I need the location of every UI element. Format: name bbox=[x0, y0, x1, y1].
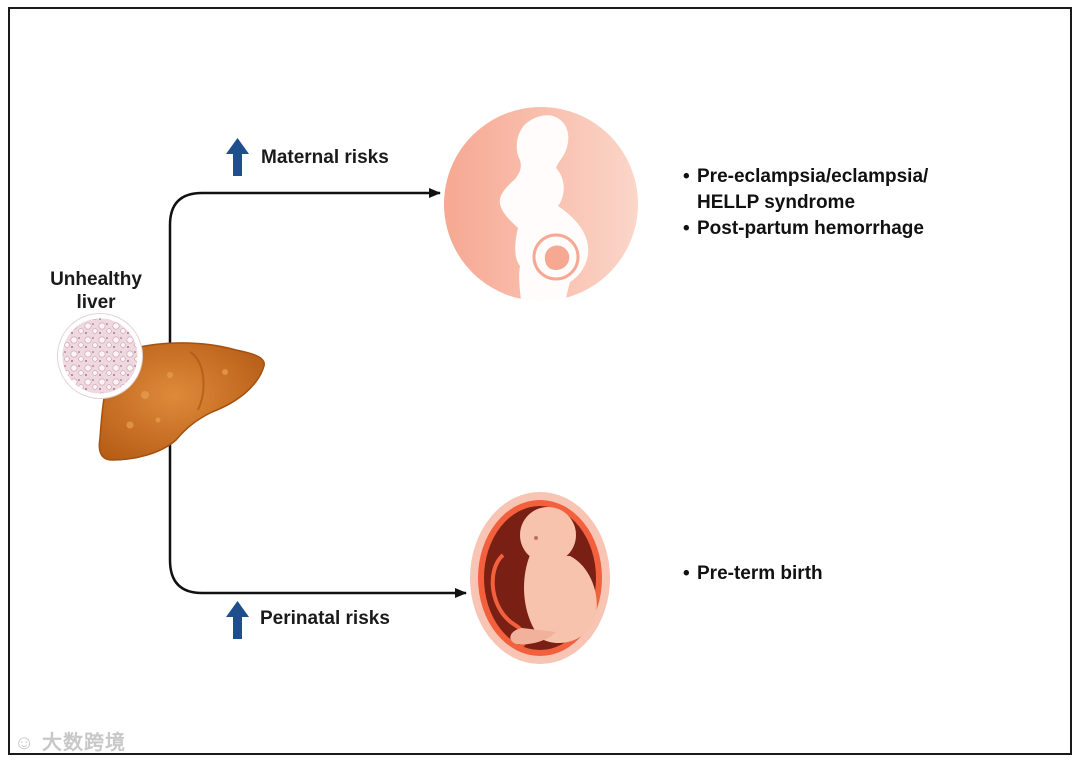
list-item: •Post-partum hemorrhage bbox=[683, 218, 924, 239]
watermark: ☺ 大数跨境 bbox=[14, 726, 126, 755]
maternal-risk-list: •Pre-eclampsia/eclampsia/ HELLP syndrome… bbox=[683, 164, 928, 242]
maternal-increase-arrow-icon bbox=[226, 138, 249, 176]
perinatal-risk-list: •Pre-term birth bbox=[683, 561, 823, 587]
fetus-in-womb-icon bbox=[470, 492, 610, 664]
list-item: •Pre-eclampsia/eclampsia/ HELLP syndrome bbox=[683, 166, 929, 213]
title-line-2: liver bbox=[76, 292, 116, 313]
watermark-logo-icon: ☺ bbox=[14, 732, 36, 754]
watermark-text: 大数跨境 bbox=[41, 732, 126, 754]
title-line-1: Unhealthy bbox=[50, 269, 142, 290]
maternal-risks-label: Maternal risks bbox=[261, 147, 389, 168]
perinatal-increase-arrow-icon bbox=[226, 601, 249, 639]
perinatal-connector-arrow bbox=[168, 350, 467, 598]
maternal-connector-arrow bbox=[168, 188, 441, 350]
list-item: •Pre-term birth bbox=[683, 563, 823, 584]
pregnant-woman-icon bbox=[444, 107, 638, 301]
unhealthy-liver-label: Unhealthy liver bbox=[40, 268, 152, 314]
perinatal-risks-label: Perinatal risks bbox=[260, 608, 390, 629]
liver-icon bbox=[98, 342, 265, 461]
liver-histology-icon bbox=[57, 313, 143, 399]
